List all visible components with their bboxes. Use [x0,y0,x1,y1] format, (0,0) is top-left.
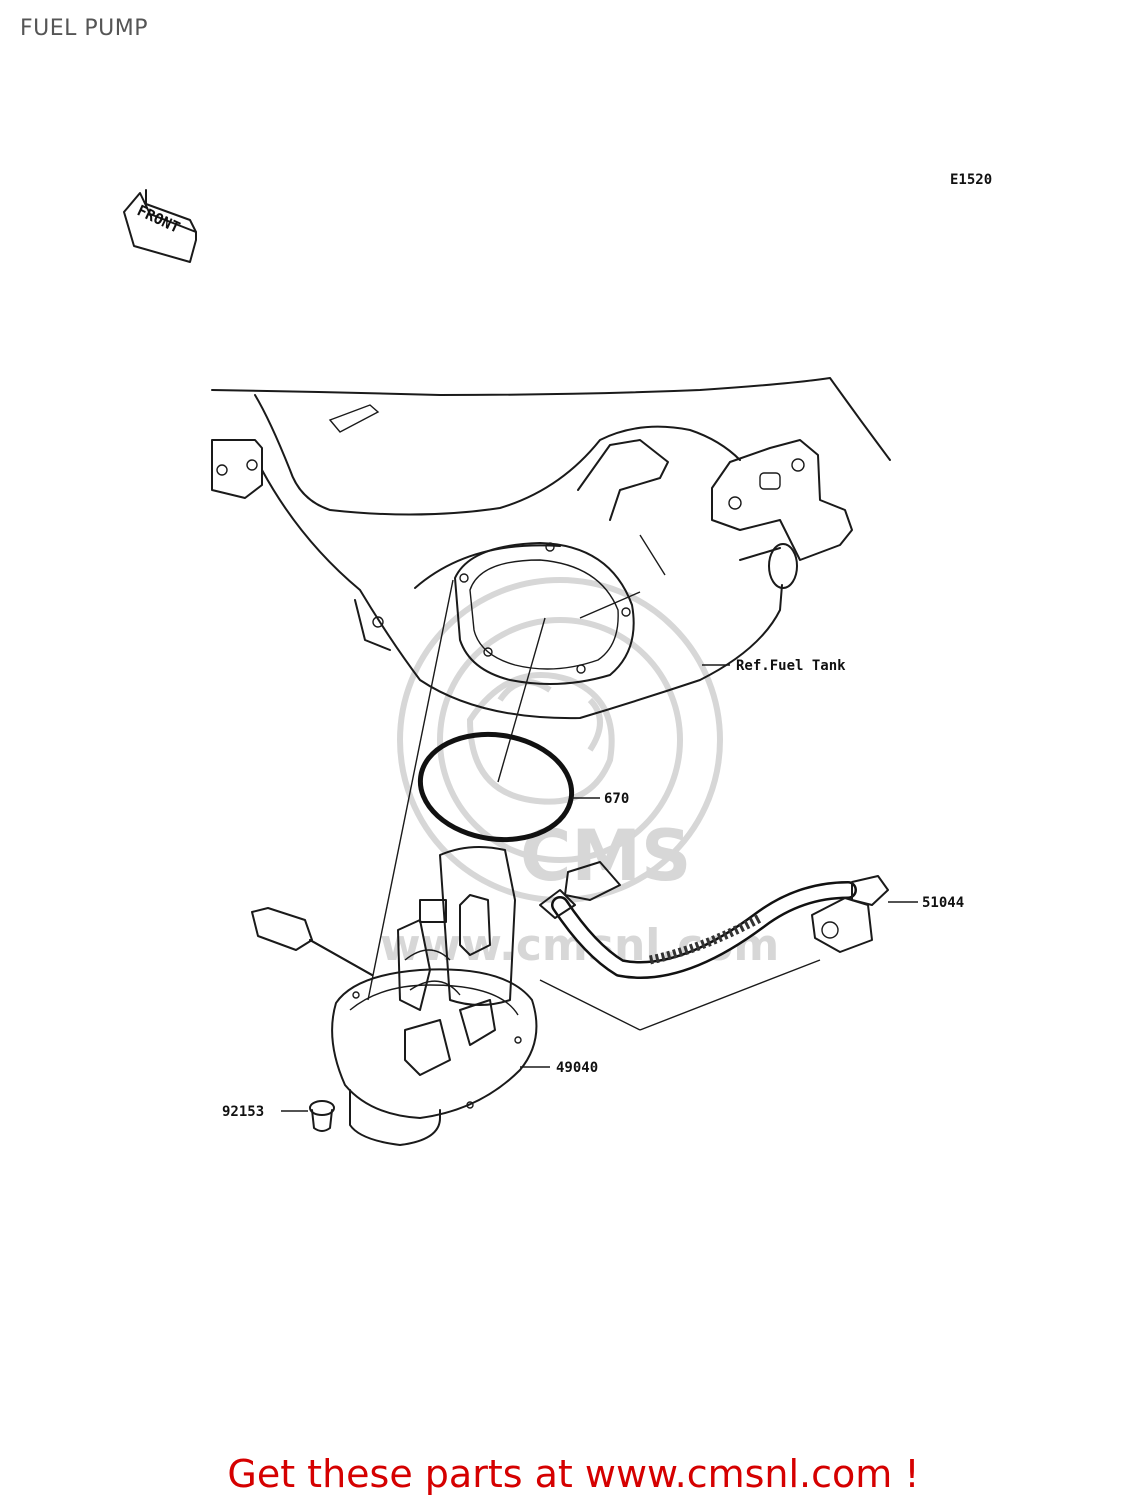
parts-diagram: CMS www.cmsnl.com E1520 FRONT [123,172,992,1146]
ref-fuel-tank-label: Ref.Fuel Tank [736,658,846,674]
front-label: FRONT [134,201,183,236]
watermark-logo: CMS www.cmsnl.com [380,577,779,971]
fuel-tank-drawing [211,377,891,720]
part-number-49040[interactable]: 49040 [556,1060,598,1076]
part-number-92153[interactable]: 92153 [222,1104,264,1120]
screw-part [309,1100,335,1132]
part-number-670[interactable]: 670 [604,791,629,807]
diagram-code: E1520 [950,172,992,188]
part-number-51044[interactable]: 51044 [922,895,964,911]
fuel-hose-part [539,861,889,979]
page-title: FUEL PUMP [20,16,149,41]
o-ring-part [417,731,575,843]
footer-link[interactable]: Get these parts at www.cmsnl.com ! [227,1452,920,1496]
wire-connector-left [251,907,373,976]
front-arrow-icon: FRONT [123,189,197,263]
fuel-pump-assembly [331,846,538,1146]
